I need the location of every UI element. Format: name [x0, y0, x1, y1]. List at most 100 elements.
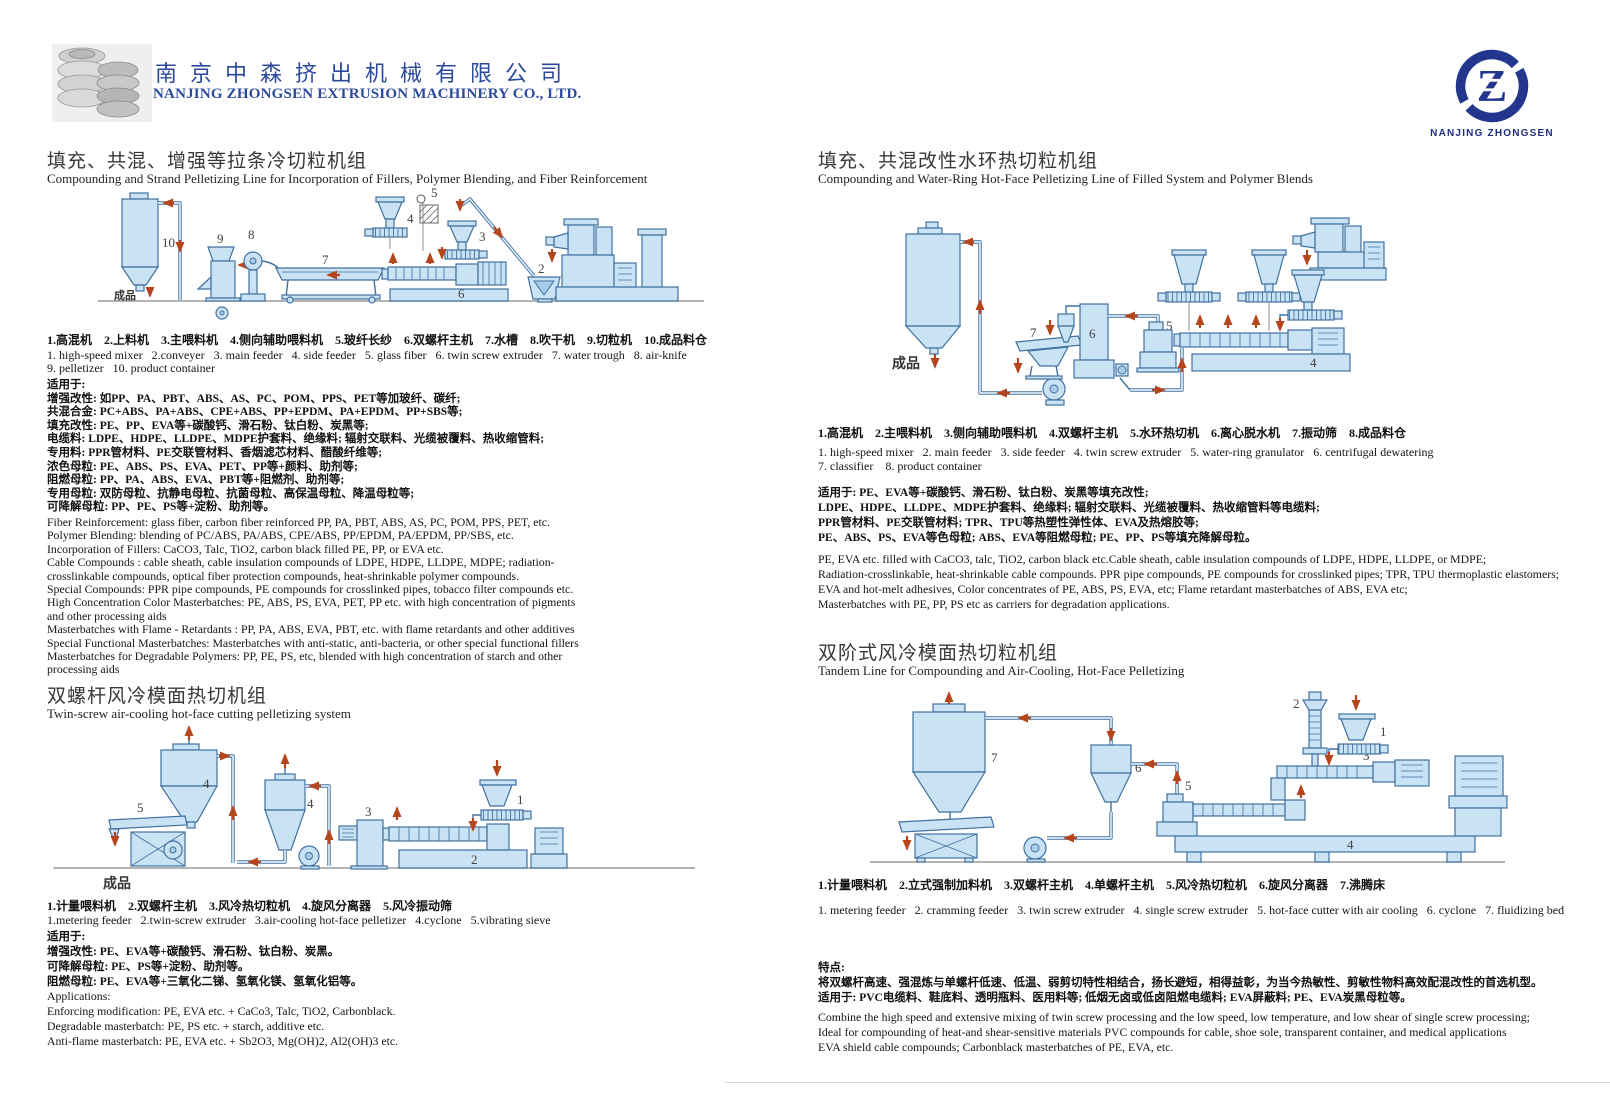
- diagram-label: 10: [162, 235, 175, 250]
- section1-applications-en: Fiber Reinforcement: glass fiber, carbon…: [47, 515, 579, 677]
- text-line: crosslinkable compounds, optical fiber p…: [47, 568, 520, 583]
- diagram-label: 3: [365, 804, 372, 819]
- logo-caption: NANJING ZHONGSEN: [1430, 128, 1554, 139]
- text-line: Applications:: [47, 989, 111, 1003]
- text-line: Masterbatches with Flame - Retardants : …: [47, 622, 575, 637]
- text-line: LDPE、HDPE、LLDPE、MDPE护套料、绝缘料; 辐射交联料、光缆被覆料…: [818, 502, 1320, 514]
- section2-title-en: Compounding and Water-Ring Hot-Face Pell…: [818, 171, 1313, 186]
- text-line: Special Functional Masterbatches: Master…: [47, 635, 579, 650]
- diagram-label: 8: [248, 227, 255, 242]
- text-line: 专用料: PPR管材料、PE交联管材料、香烟滤芯材料、醋酸纤维等;: [47, 446, 383, 459]
- text-line: Incorporation of Fillers: CaCO3, Talc, T…: [47, 541, 444, 556]
- text-line: processing aids: [47, 662, 120, 677]
- text-line: Radiation-crosslinkable, heat-shrinkable…: [818, 567, 1560, 581]
- diagram-label: 5: [137, 800, 144, 815]
- section4-legend-en: 1. metering feeder 2. cramming feeder 3.…: [818, 903, 1565, 917]
- diagram-label: 4: [307, 796, 314, 811]
- text-line: PE, EVA etc. filled with CaCO3, talc, Ti…: [818, 552, 1487, 566]
- company-name-cn: 南京中森挤出机械有限公司: [155, 61, 576, 86]
- product-label: 成品: [114, 288, 136, 302]
- diagram-label: 4: [1310, 355, 1317, 370]
- text-line: Combine the high speed and extensive mix…: [818, 1010, 1530, 1024]
- diagram-label: 7: [322, 252, 329, 267]
- diagram-label: 5: [431, 185, 438, 200]
- section2-title-cn: 填充、共混改性水环热切粒机组: [818, 151, 1099, 172]
- text-line: 适用于:: [47, 379, 86, 391]
- section2-applications-cn: 适用于: PE、EVA等+碳酸钙、滑石粉、钛白粉、炭黑等填充改性; LDPE、H…: [818, 486, 1320, 546]
- text-line: and other processing aids: [47, 608, 167, 623]
- text-line: 将双螺杆高速、强混炼与单螺杆低速、低温、弱剪切特性相结合，扬长避短，相得益彰，为…: [818, 977, 1543, 989]
- text-line: Fiber Reinforcement: glass fiber, carbon…: [47, 515, 550, 529]
- text-line: 专用母粒: 双防母粒、抗静电母粒、抗菌母粒、高保温母粒、降温母粒等;: [47, 487, 415, 500]
- diagram-label: 4: [1347, 837, 1354, 852]
- section3-applications-cn: 适用于: 增强改性: PE、EVA等+碳酸钙、滑石粉、钛白粉、炭黑。 可降解母粒…: [47, 930, 362, 990]
- section4-legend-cn: 1.计量喂料机 2.立式强制加料机 3.双螺杆主机 4.单螺杆主机 5.风冷热切…: [818, 878, 1386, 892]
- section1-legend-en: 1. high-speed mixer 2.conveyer 3. main f…: [47, 348, 687, 362]
- text-line: Masterbatches for Degradable Polymers: P…: [47, 649, 563, 664]
- text-line: PPR管材料、PE交联管材料; TPR、TPU等热塑性弹性体、EVA及热熔胶等;: [818, 517, 1199, 529]
- text-line: 可降解母粒: PP、PE、PS等+淀粉、助剂等。: [47, 501, 275, 514]
- text-line: Special Compounds: PPR pipe compounds, P…: [47, 582, 574, 597]
- text-line: PE、ABS、PS、EVA等色母粒; ABS、EVA等阻燃母粒; PE、PP、P…: [818, 532, 1257, 544]
- section2-applications-en: PE, EVA etc. filled with CaCO3, talc, Ti…: [818, 552, 1559, 612]
- product-label: 成品: [892, 355, 920, 372]
- logo-letter: Z: [1477, 60, 1507, 111]
- section1-title-en: Compounding and Strand Pelletizing Line …: [47, 171, 648, 186]
- section2-legend-en: 1. high-speed mixer 2. main feeder 3. si…: [818, 445, 1434, 459]
- text-line: Masterbatches with PE, PP, PS etc as car…: [818, 597, 1170, 611]
- text-line: 阻燃母粒: PE、EVA等+三氧化二锑、氢氧化镁、氢氧化铝等。: [47, 976, 363, 988]
- text-line: 适用于:: [47, 931, 86, 943]
- diagram-label: 1: [517, 792, 524, 807]
- text-line: 电缆料: LDPE、HDPE、LLDPE、MDPE护套料、绝缘料; 辐射交联料、…: [47, 433, 545, 446]
- diagram-tandem-line: 7 6 5 4: [870, 691, 1508, 863]
- text-line: 增强改性: PE、EVA等+碳酸钙、滑石粉、钛白粉、炭黑。: [47, 946, 340, 958]
- section4-title-en: Tandem Line for Compounding and Air-Cool…: [818, 663, 1185, 678]
- section2-legend-en: 7. classifier 8. product container: [818, 459, 982, 473]
- section1-title-cn: 填充、共混、增强等拉条冷切粒机组: [47, 151, 368, 172]
- diagram-label: 6: [1089, 326, 1096, 341]
- section2-legend-cn: 1.高混机 2.主喂料机 3.侧向辅助喂料机 4.双螺杆主机 5.水环热切机 6…: [818, 426, 1407, 440]
- machine-photo: [52, 44, 152, 122]
- diagram-label: 2: [1293, 696, 1300, 711]
- diagram-label: 3: [1363, 748, 1370, 763]
- section1-legend-cn: 1.高混机 2.上料机 3.主喂料机 4.侧向辅助喂料机 5.玻纤长纱 6.双螺…: [47, 333, 708, 347]
- text-line: High Concentration Color Masterbatches: …: [47, 595, 576, 610]
- diagram-label: 1: [1380, 724, 1387, 739]
- product-label: 成品: [103, 875, 131, 892]
- diagram-label: 3: [479, 229, 486, 244]
- section3-legend-cn: 1.计量喂料机 2.双螺杆主机 3.风冷热切粒机 4.旋风分离器 5.风冷振动筛: [47, 899, 453, 913]
- diagram-label: 2: [538, 261, 545, 276]
- text-line: Polymer Blending: blending of PC/ABS, PA…: [47, 528, 514, 543]
- section3-legend-en: 1.metering feeder 2.twin-screw extruder …: [47, 913, 551, 927]
- text-line: Anti-flame masterbatch: PE, EVA etc. + S…: [47, 1034, 399, 1048]
- diagram-label: 9: [217, 231, 224, 246]
- section3-title-cn: 双螺杆风冷模面热切机组: [47, 686, 268, 707]
- diagram-label: 7: [991, 750, 998, 765]
- text-line: Ideal for compounding of heat-and shear-…: [818, 1025, 1507, 1039]
- text-line: 适用于: PVC电缆料、鞋底料、透明瓶料、医用料等; 低烟无卤或低卤阻燃电缆料;…: [818, 992, 1412, 1004]
- text-line: 阻燃母粒: PP、PA、ABS、EVA、PBT等+阻燃剂、助剂等;: [47, 474, 345, 487]
- diagram-label: 4: [407, 211, 414, 226]
- section3-title-en: Twin-screw air-cooling hot-face cutting …: [47, 706, 351, 721]
- diagram-label: 2: [471, 852, 478, 867]
- text-line: 适用于: PE、EVA等+碳酸钙、滑石粉、钛白粉、炭黑等填充改性;: [818, 487, 1149, 499]
- text-line: 增强改性: 如PP、PA、PBT、ABS、AS、PC、POM、PPS、PET等加…: [47, 392, 461, 405]
- diagram-water-ring-line: 1 8 成品 7: [892, 217, 1387, 406]
- section1-legend-en: 9. pelletizer 10. product container: [47, 361, 215, 375]
- diagram-strand-pelletizing-line: 10 成品 9 8 7 6: [98, 185, 704, 320]
- text-line: 共混合金: PC+ABS、PA+ABS、CPE+ABS、PP+EPDM、PA+E…: [47, 406, 463, 419]
- page-bottom-rule: [725, 1082, 1610, 1083]
- section4-features-cn: 特点: 将双螺杆高速、强混炼与单螺杆低速、低温、弱剪切特性相结合，扬长避短，相得…: [818, 961, 1543, 1006]
- text-line: 填充改性: PE、PP、EVA等+碳酸钙、滑石粉、钛白粉、炭黑等;: [47, 419, 369, 432]
- text-line: 浓色母粒: PE、ABS、PS、EVA、PET、PP等+颜料、助剂等;: [47, 460, 358, 473]
- diagram-twin-screw-air-cooling-line: 4 5 成品 4 3: [53, 725, 695, 892]
- section4-title-cn: 双阶式风冷模面热切粒机组: [818, 643, 1059, 664]
- text-line: 可降解母粒: PE、PS等+淀粉、助剂等。: [47, 961, 250, 973]
- diagram-label: 5: [1166, 318, 1173, 333]
- text-line: Degradable masterbatch: PE, PS etc. + st…: [47, 1019, 325, 1033]
- diagram-label: 4: [203, 776, 210, 791]
- section3-applications-en: Applications: Enforcing modification: PE…: [47, 989, 398, 1049]
- text-line: Enforcing modification: PE, EVA etc. + C…: [47, 1004, 396, 1018]
- text-line: EVA and hot-melt adhesives, Color concen…: [818, 582, 1408, 596]
